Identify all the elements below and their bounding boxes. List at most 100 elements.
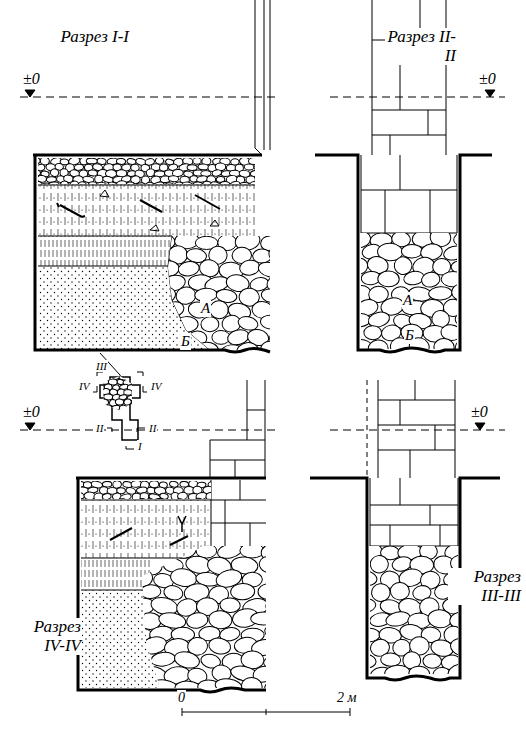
stone [238,182,250,184]
stone [134,182,146,184]
stone [115,398,124,405]
stone [50,168,60,177]
stone [123,398,131,405]
stone [137,498,147,499]
stone [250,182,255,184]
stone [441,272,457,287]
stone [194,498,203,499]
stone [107,410,117,417]
stone [268,245,290,263]
stone [428,286,452,300]
stone [260,314,282,330]
stone [420,271,441,289]
stone [198,164,209,171]
stone [214,677,243,695]
stone [38,181,43,184]
stone [446,662,458,674]
stone [123,409,131,416]
stone [129,653,152,673]
stone [146,182,154,184]
stone [154,498,165,499]
section-mark: III [95,360,108,372]
stone [150,651,176,667]
stone [244,164,254,171]
stone [132,388,140,396]
stone [69,180,79,184]
stone [240,676,263,696]
stone [239,259,261,277]
stone [264,677,292,697]
stone [119,405,127,411]
stone [390,582,410,600]
stone [48,182,59,184]
section-title: Разрез III-III [448,568,522,605]
stone [451,283,457,302]
stone [164,182,173,184]
stone [267,570,292,589]
stone [203,499,211,500]
stone [127,373,136,379]
stone [193,158,201,164]
stone [81,498,89,499]
stone [128,541,156,563]
stone [163,499,175,500]
stone [142,557,163,575]
stone [251,612,277,625]
stone [168,175,179,182]
stone [378,271,400,287]
level-mark: ±0 [22,403,41,421]
stone [370,653,377,668]
stone [434,338,455,349]
stone [401,244,422,258]
stone [131,399,138,406]
stone [230,181,241,184]
stone [384,664,410,674]
stone [270,300,298,321]
stone [78,182,87,184]
stone [126,182,134,184]
stone [128,404,136,411]
stone [119,493,132,499]
stone [368,339,389,349]
stone [117,498,128,499]
layer-letter: А [402,292,413,309]
stone [266,598,293,614]
layer-letter: А [200,300,211,317]
stone [104,404,113,411]
stone [96,182,107,184]
stone [408,666,430,674]
section-title: Разрез IV-IV [10,618,82,655]
stone [116,410,123,416]
section-i [20,0,298,383]
section-mark: IV [78,380,90,392]
stone [60,181,69,184]
stone [258,554,281,575]
stone [154,545,175,561]
stone [230,583,255,600]
scale-bar [182,708,350,716]
stone [187,165,197,171]
stone [140,584,161,599]
section-mark: IV [150,380,162,392]
stone [192,181,204,184]
stone [100,409,109,416]
stone [98,499,109,500]
stone [177,492,187,499]
stone [88,170,98,177]
stone [206,492,211,499]
stone [86,158,97,164]
stone [364,325,382,340]
section-mark: I [137,440,143,452]
stone [257,260,283,279]
layer-letter: Б [404,327,415,344]
level-mark: ±0 [478,70,497,88]
level-mark: ±0 [470,403,489,421]
stone [174,316,198,332]
stone [176,499,185,500]
stone [427,609,452,629]
level-mark: ±0 [22,70,41,88]
stone [268,328,290,347]
section-title: Разрез II-II [385,28,457,65]
section-mark: II [148,422,157,434]
